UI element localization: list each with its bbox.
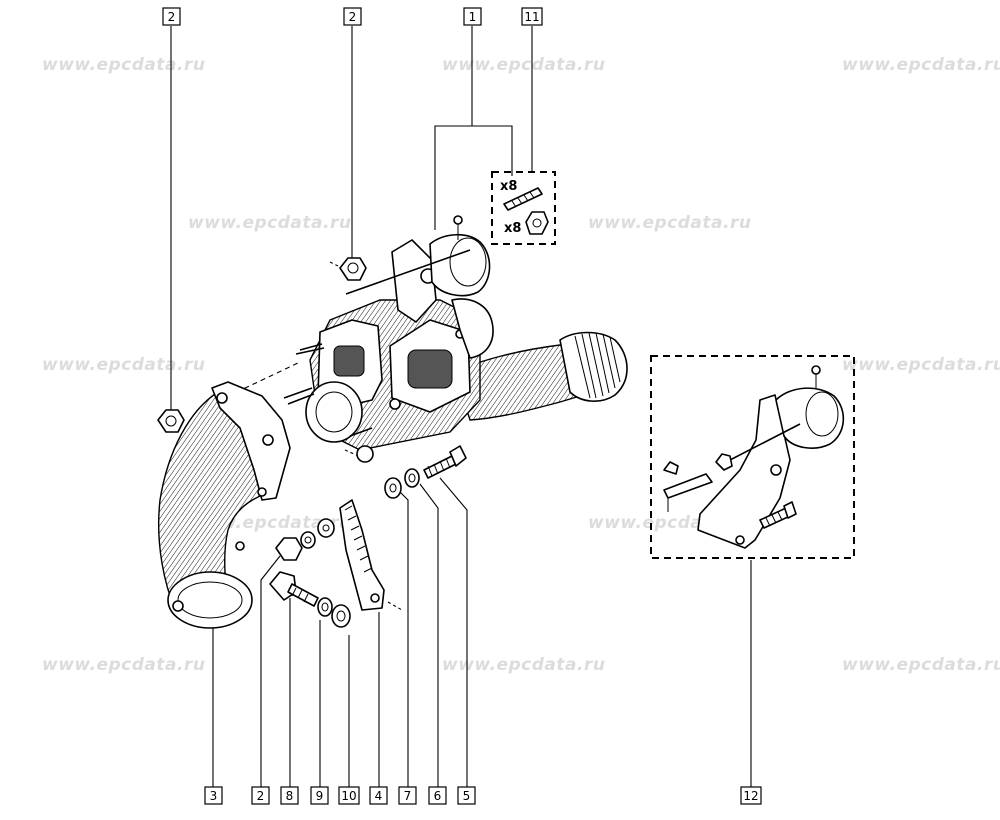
svg-text:4: 4	[375, 789, 383, 803]
svg-text:6: 6	[434, 789, 442, 803]
callout-12-bottom: 12	[740, 786, 762, 805]
watermark-text: www.epcdata.ru	[842, 655, 1000, 675]
svg-text:2: 2	[349, 10, 357, 24]
turbocharger-body	[283, 215, 628, 451]
svg-text:7: 7	[404, 789, 412, 803]
watermark-text: www.epcdata.ru	[442, 55, 605, 75]
callout-2-top-middle: 2	[343, 7, 362, 26]
callout-7-bottom: 7	[398, 786, 417, 805]
svg-text:2: 2	[257, 789, 265, 803]
watermark-text: www.epcdata.ru	[42, 55, 205, 75]
callout-5-bottom: 5	[457, 786, 476, 805]
watermark-text: www.epcdata.ru	[842, 355, 1000, 375]
watermark-text: www.epcdata.ru	[42, 655, 205, 675]
svg-text:9: 9	[316, 789, 324, 803]
svg-text:1: 1	[469, 10, 477, 24]
svg-text:12: 12	[743, 789, 758, 803]
watermark-text: www.epcdata.ru	[188, 213, 351, 233]
support-bracket	[339, 445, 385, 611]
svg-text:10: 10	[341, 789, 356, 803]
watermark-text: www.epcdata.ru	[442, 655, 605, 675]
exhaust-elbow-pipe	[157, 381, 291, 629]
callout-2-top-left: 2	[162, 7, 181, 26]
callout-3-bottom: 3	[204, 786, 223, 805]
callout-6-bottom: 6	[428, 786, 447, 805]
nut-left	[157, 409, 185, 433]
nut-quantity-label: x8	[504, 221, 521, 236]
callout-10-bottom: 10	[338, 786, 360, 805]
watermark-text: www.epcdata.ru	[42, 355, 205, 375]
lower-fasteners	[269, 518, 351, 628]
watermark-text: www.epcdata.ru	[842, 55, 1000, 75]
callout-8-bottom: 8	[280, 786, 299, 805]
svg-text:2: 2	[168, 10, 176, 24]
svg-text:8: 8	[286, 789, 294, 803]
stud-quantity-label: x8	[500, 179, 517, 194]
callout-1-top: 1	[463, 7, 482, 26]
callout-2-bottom: 2	[251, 786, 270, 805]
bolt-with-washers	[384, 445, 467, 499]
svg-text:11: 11	[524, 10, 539, 24]
nut-upper-middle	[339, 257, 367, 281]
stud-nut-kit: x8 x8	[491, 171, 556, 245]
callout-4-bottom: 4	[369, 786, 388, 805]
svg-text:3: 3	[210, 789, 218, 803]
actuator-assembly-group	[650, 355, 855, 559]
svg-text:5: 5	[463, 789, 471, 803]
callout-9-bottom: 9	[310, 786, 329, 805]
watermark-text: www.epcdata.ru	[588, 213, 751, 233]
callout-11-top: 11	[521, 7, 543, 26]
